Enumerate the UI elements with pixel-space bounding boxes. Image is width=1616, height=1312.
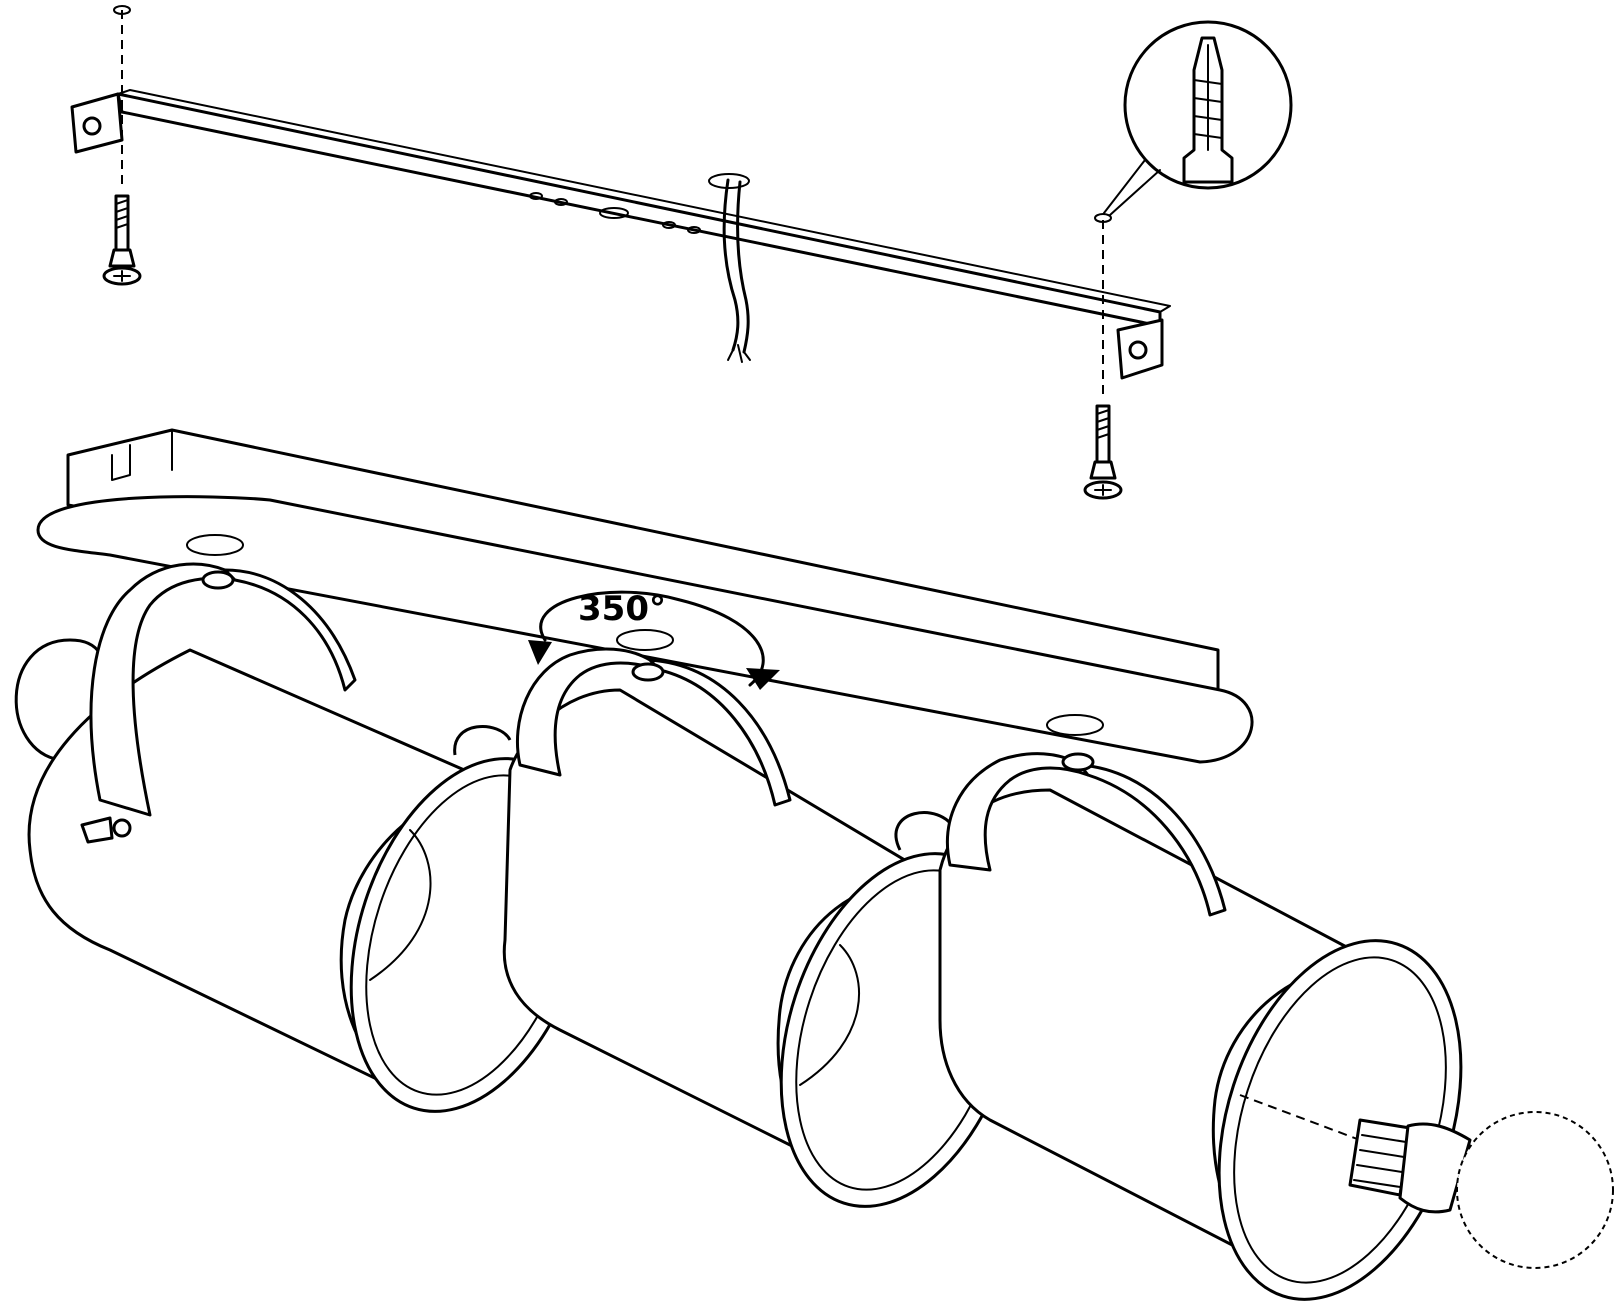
wall-plug-callout bbox=[1103, 20, 1293, 216]
power-cable bbox=[708, 173, 751, 363]
right-screw bbox=[1083, 213, 1123, 500]
spotlight-3 bbox=[894, 714, 1463, 1301]
left-screw bbox=[102, 5, 142, 286]
light-bulb bbox=[1239, 1094, 1614, 1269]
rotation-label: 350° bbox=[578, 589, 666, 629]
mounting-bracket bbox=[70, 89, 1171, 380]
